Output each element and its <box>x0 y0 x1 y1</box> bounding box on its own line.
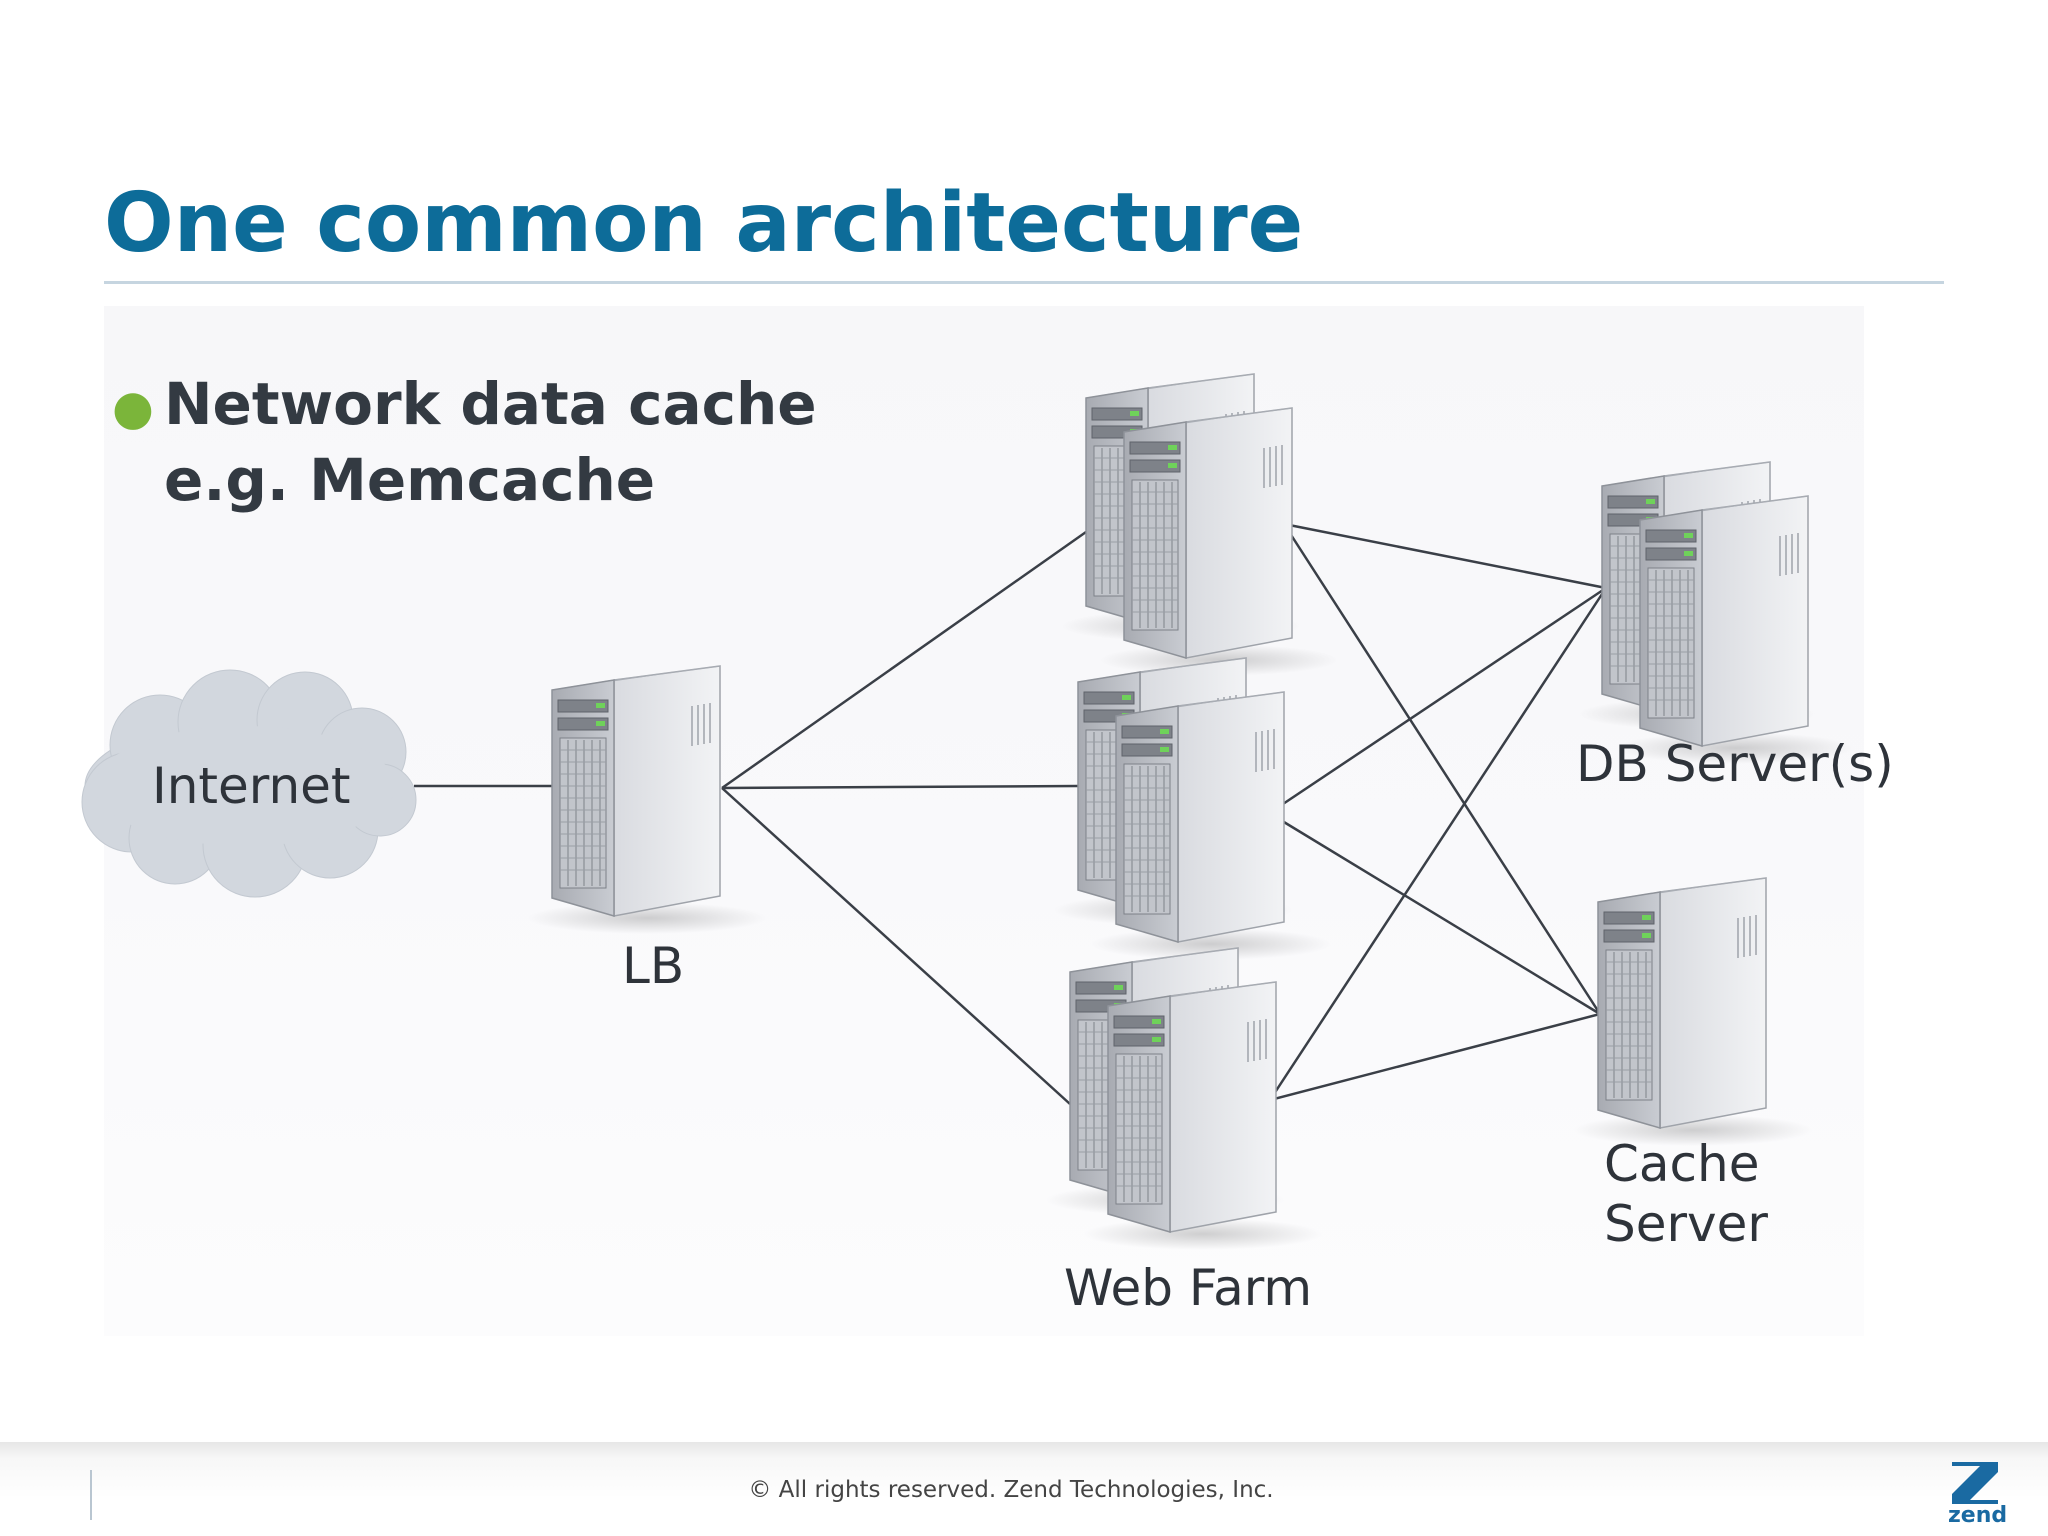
bullet-line-1: Network data cache <box>164 370 817 438</box>
connector-lb-web3 <box>721 787 1071 1105</box>
label-cache-server-line2: Server <box>1604 1195 1768 1253</box>
label-db-servers: DB Server(s) <box>1576 735 1894 793</box>
label-web-farm: Web Farm <box>1064 1259 1313 1317</box>
bullet-line-2: e.g. Memcache <box>164 446 656 514</box>
copyright-text: © All rights reserved. Zend Technologies… <box>748 1477 1274 1503</box>
connector-web1-db <box>1283 522 1607 590</box>
connector-web2-cache <box>1273 814 1601 1016</box>
label-lb: LB <box>622 937 685 995</box>
zend-logo-icon <box>1952 1462 1998 1504</box>
lb-server-icon <box>526 665 768 935</box>
web-server-2-icon <box>1053 658 1331 960</box>
connector-web2-db <box>1273 586 1607 812</box>
label-cache-server-line1: Cache <box>1604 1135 1760 1193</box>
zend-logo-text: zend <box>1948 1503 2008 1528</box>
web-server-1-icon <box>1061 374 1339 676</box>
cache-server-icon <box>1572 877 1814 1147</box>
connector-web1-cache <box>1282 523 1602 1015</box>
internet-cloud-icon <box>81 669 417 898</box>
label-internet: Internet <box>152 757 351 815</box>
connector-lb-web1 <box>721 530 1087 790</box>
slide-title: One common architecture <box>104 176 1304 271</box>
title-divider <box>104 281 1944 284</box>
connectors <box>414 522 1608 1105</box>
connector-lb-web2 <box>721 784 1079 790</box>
architecture-diagram <box>81 0 2048 1440</box>
db-server-icon <box>1577 462 1855 764</box>
label-cache-server: Cache Server <box>1604 1134 1768 1254</box>
connector-web3-cache <box>1269 1012 1601 1102</box>
bullet-dot-icon: ● <box>112 380 154 436</box>
connector-web3-db <box>1268 587 1608 1101</box>
web-server-3-icon <box>1045 948 1323 1250</box>
footer-bar <box>0 1442 2048 1536</box>
footer-divider <box>90 1470 92 1520</box>
